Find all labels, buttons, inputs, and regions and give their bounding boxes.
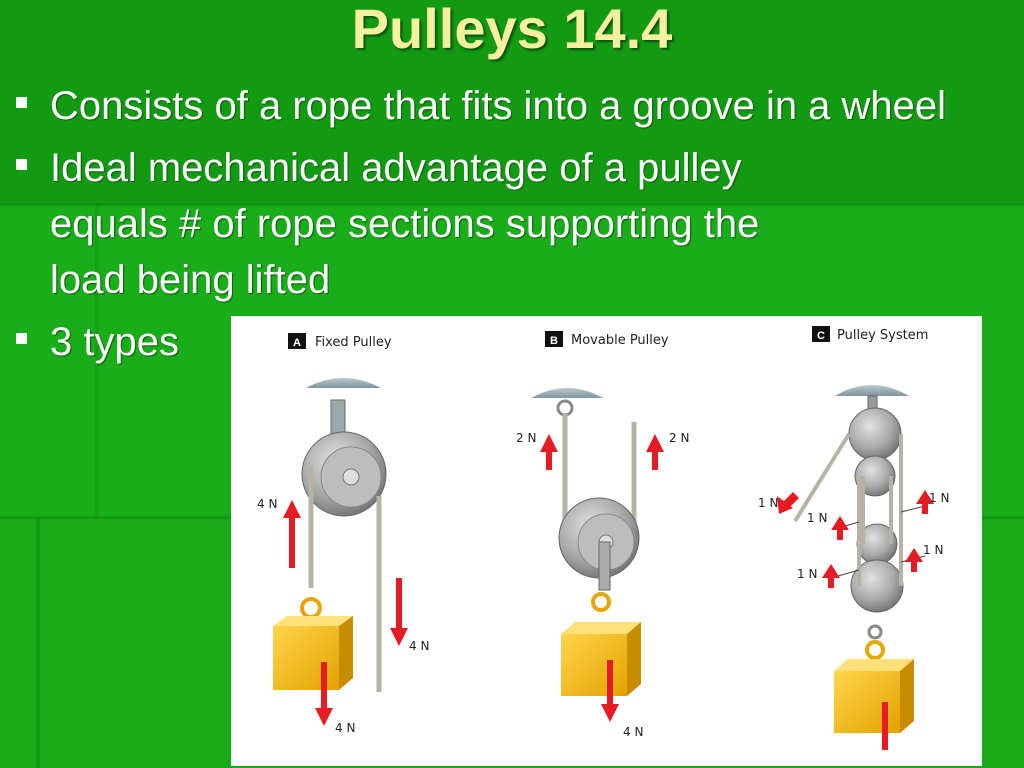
bullet-text: 3 types xyxy=(50,320,179,364)
bullet-text: Consists of a rope that fits into a groo… xyxy=(50,84,947,128)
bullet-list: Consists of a rope that fits into a groo… xyxy=(16,78,1006,376)
load-box xyxy=(273,626,339,690)
panel-a-letter: A xyxy=(293,337,301,349)
ceiling-mount xyxy=(835,385,909,396)
pulley-bracket xyxy=(598,541,611,591)
panel-fixed-pulley: A Fixed Pulley 4 N 4 N 4 N xyxy=(257,333,429,735)
force-label: 1 N xyxy=(923,543,943,557)
bullet-item: 3 types xyxy=(16,314,1006,370)
force-label: 2 N xyxy=(669,431,689,445)
force-label: 2 N xyxy=(516,431,536,445)
load-box xyxy=(561,634,627,696)
hook xyxy=(865,640,885,660)
ceiling-mount xyxy=(306,378,381,388)
force-label: 1 N xyxy=(929,491,949,505)
bullet-item: Consists of a rope that fits into a groo… xyxy=(16,78,1006,134)
force-label: 4 N xyxy=(335,721,355,735)
bullet-item: Ideal mechanical advantage of a pulley e… xyxy=(16,140,1006,308)
force-arrows xyxy=(540,434,664,722)
panel-a-label: Fixed Pulley xyxy=(315,335,392,350)
panel-movable-pulley: B Movable Pulley 2 N 2 N 4 N xyxy=(516,331,689,739)
pulley-diagram: A Fixed Pulley 4 N 4 N 4 N B Movable Pul… xyxy=(231,316,982,766)
panel-pulley-system: C Pulley System xyxy=(758,326,949,750)
hook xyxy=(591,592,611,612)
force-label: 1 N xyxy=(807,511,827,525)
panel-b-letter-box xyxy=(545,331,563,347)
panel-c-label: Pulley System xyxy=(837,328,928,343)
force-arrows xyxy=(777,490,934,750)
force-label: 1 N xyxy=(758,496,778,510)
panel-b-letter: B xyxy=(550,335,558,347)
panel-a-letter-box xyxy=(288,333,306,349)
force-label: 1 N xyxy=(797,567,817,581)
panel-b-label: Movable Pulley xyxy=(571,333,669,348)
square-bullet-icon xyxy=(16,97,27,108)
force-label: 4 N xyxy=(623,725,643,739)
panel-c-letter: C xyxy=(817,330,825,342)
square-bullet-icon xyxy=(16,159,27,170)
panel-c-letter-box xyxy=(812,326,830,342)
load-box xyxy=(834,671,900,733)
rope xyxy=(793,432,903,586)
pulley-wheel xyxy=(848,407,902,461)
square-bullet-icon xyxy=(16,333,27,344)
force-label: 4 N xyxy=(257,497,277,511)
force-arrows xyxy=(283,500,408,726)
ceiling-mount xyxy=(531,388,603,398)
slide-title: Pulleys 14.4 xyxy=(351,0,673,60)
force-label: 4 N xyxy=(409,639,429,653)
bullet-text: Ideal mechanical advantage of a pulley e… xyxy=(50,146,760,302)
hook xyxy=(300,597,322,619)
